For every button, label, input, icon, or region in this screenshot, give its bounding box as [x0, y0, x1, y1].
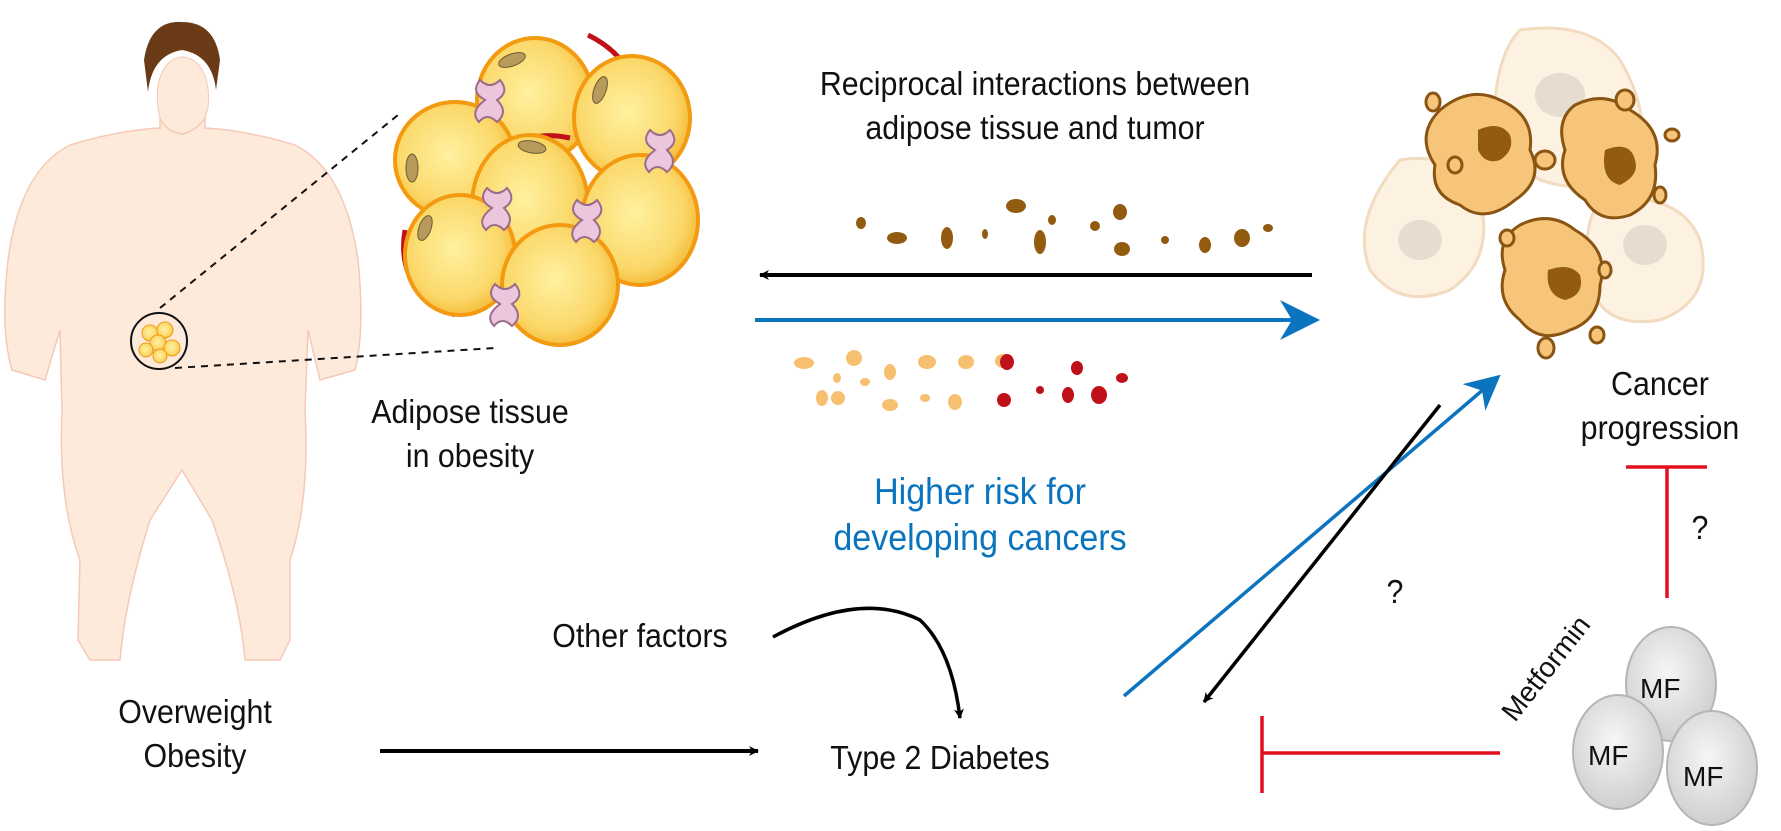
other-factors-label: Other factors: [552, 617, 728, 654]
mf-pill-label: MF: [1588, 740, 1628, 771]
question-mark-vertical: ?: [1691, 509, 1709, 546]
overweight-label-line2: Obesity: [143, 737, 247, 774]
type2-diabetes-label: Type 2 Diabetes: [830, 739, 1050, 776]
metformin-inhibits-diabetes: [1260, 716, 1500, 793]
tumor-cells-icon: [1362, 26, 1705, 360]
macrophage-icon: [644, 128, 676, 174]
adipose-secreted-factors: [794, 350, 1128, 411]
overweight-label-line1: Overweight: [118, 693, 272, 730]
adipose-label-line1: Adipose tissue: [371, 393, 569, 430]
macrophage-icon: [481, 186, 513, 232]
mf-pill-label: MF: [1683, 761, 1723, 792]
metformin-pills-icon: [1572, 626, 1758, 826]
higher-risk-line2: developing cancers: [833, 517, 1127, 558]
adipose-tissue-icon: [393, 32, 700, 347]
metformin-inhibits-cancer: [1626, 465, 1707, 598]
cancer-to-diabetes-arrow: [1202, 403, 1442, 704]
metformin-label: Metformin: [1495, 610, 1596, 727]
tumor-secreted-factors: [856, 199, 1273, 256]
adipose-zoom-circle: [130, 114, 496, 370]
adipose-label-line2: in obesity: [405, 437, 535, 474]
reciprocal-title-line1: Reciprocal interactions between: [819, 65, 1251, 102]
question-mark-diagonal: ?: [1386, 573, 1404, 610]
human-body-icon: [4, 21, 362, 661]
mf-pill-label: MF: [1640, 673, 1680, 704]
diabetes-to-cancer-arrow: [1122, 374, 1501, 698]
higher-risk-line1: Higher risk for: [874, 471, 1086, 512]
macrophage-icon: [489, 282, 521, 328]
cancer-progression-line1: Cancer: [1611, 365, 1709, 402]
reciprocal-title-line2: adipose tissue and tumor: [865, 109, 1205, 146]
cancer-progression-line2: progression: [1580, 409, 1740, 446]
macrophage-icon: [474, 78, 506, 124]
macrophage-icon: [571, 198, 603, 244]
other-factors-arrow: [772, 606, 964, 719]
